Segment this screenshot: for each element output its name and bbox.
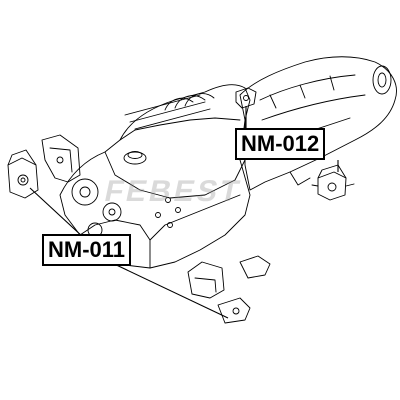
mount-top-drawing bbox=[235, 87, 257, 109]
left-bracket-drawing bbox=[41, 134, 81, 183]
brand-watermark: FEBEST bbox=[101, 175, 245, 208]
engine-block-drawing bbox=[59, 84, 251, 269]
nm-011-mount-drawing bbox=[7, 149, 39, 199]
part-label-nm-012: NM-012 bbox=[235, 128, 326, 160]
nm-012-mount-drawing bbox=[311, 164, 355, 201]
transmission-drawing bbox=[239, 56, 397, 191]
part-label-nm-011: NM-011 bbox=[42, 234, 132, 266]
lower-bracket-drawing bbox=[187, 255, 271, 324]
